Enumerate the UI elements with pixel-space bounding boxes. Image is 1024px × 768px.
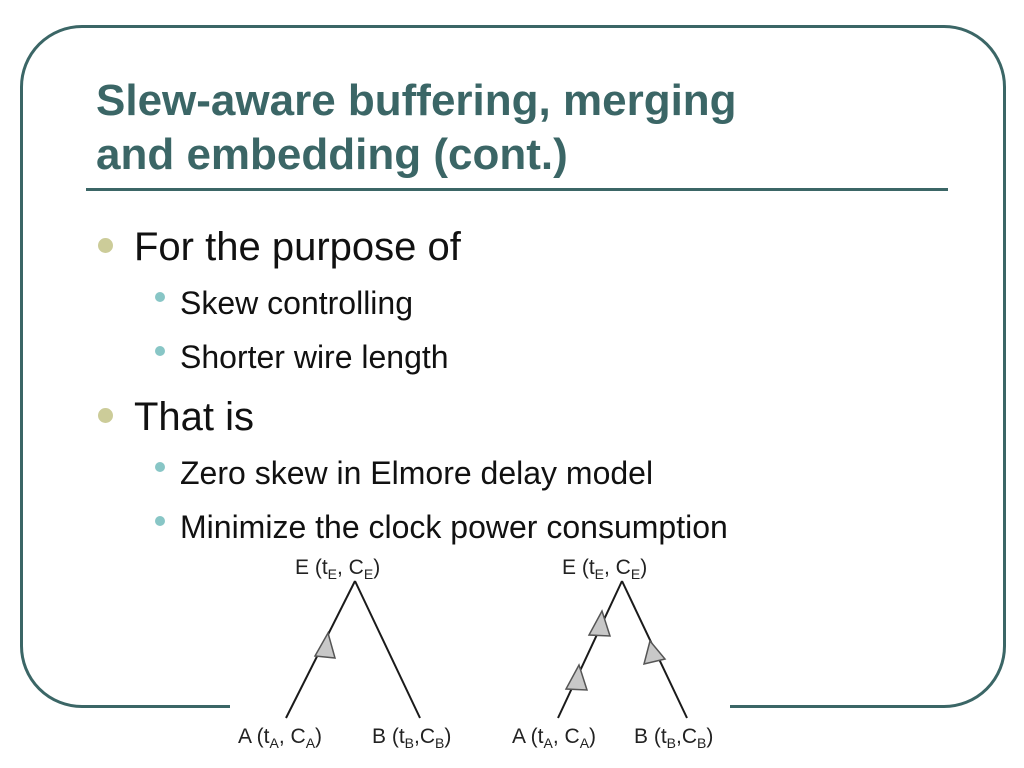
sub-bullet-dot-icon	[155, 516, 165, 526]
title-underline	[86, 188, 948, 191]
left-leaf-a-label: A (tA, CA)	[238, 725, 322, 751]
sub-bullet-dot-icon	[155, 346, 165, 356]
bullet-text: For the purpose of	[134, 225, 461, 269]
left-wire-b	[354, 580, 421, 719]
bullet-dot-icon	[98, 238, 113, 253]
clock-tree-diagram: E (tE, CE) A (tA, CA) B (tB,CB) E (tE, C…	[230, 556, 730, 751]
sub-bullet-item: Skew controlling	[155, 284, 413, 322]
sub-bullet-text: Zero skew in Elmore delay model	[180, 455, 654, 491]
bullet-item: For the purpose of	[98, 224, 461, 270]
buffer-icon	[313, 631, 337, 659]
sub-bullet-text: Minimize the clock power consumption	[180, 509, 728, 545]
title-line-2: and embedding (cont.)	[96, 130, 568, 179]
left-tree: E (tE, CE) A (tA, CA) B (tB,CB)	[238, 556, 451, 751]
buffer-icon	[564, 663, 589, 691]
right-root-label: E (tE, CE)	[562, 556, 647, 582]
sub-bullet-text: Skew controlling	[180, 285, 413, 321]
right-wire-a	[557, 580, 623, 719]
bullet-text: That is	[134, 395, 255, 439]
left-root-label: E (tE, CE)	[295, 556, 380, 582]
bullet-item: That is	[98, 394, 255, 440]
bullet-dot-icon	[98, 408, 113, 423]
sub-bullet-item: Zero skew in Elmore delay model	[155, 454, 654, 492]
sub-bullet-text: Shorter wire length	[180, 339, 449, 375]
left-leaf-b-label: B (tB,CB)	[372, 725, 451, 751]
sub-bullet-dot-icon	[155, 462, 165, 472]
sub-bullet-item: Minimize the clock power consumption	[155, 508, 728, 546]
slide-title: Slew-aware buffering, merging and embedd…	[96, 74, 956, 182]
title-line-1: Slew-aware buffering, merging	[96, 76, 737, 125]
sub-bullet-item: Shorter wire length	[155, 338, 449, 376]
right-tree: E (tE, CE) A (tA, CA) B (tB,CB)	[512, 556, 713, 751]
right-leaf-a-label: A (tA, CA)	[512, 725, 596, 751]
sub-bullet-dot-icon	[155, 292, 165, 302]
right-leaf-b-label: B (tB,CB)	[634, 725, 713, 751]
diagram-background	[230, 685, 730, 715]
buffer-icon	[642, 639, 667, 666]
buffer-icon	[587, 609, 612, 637]
